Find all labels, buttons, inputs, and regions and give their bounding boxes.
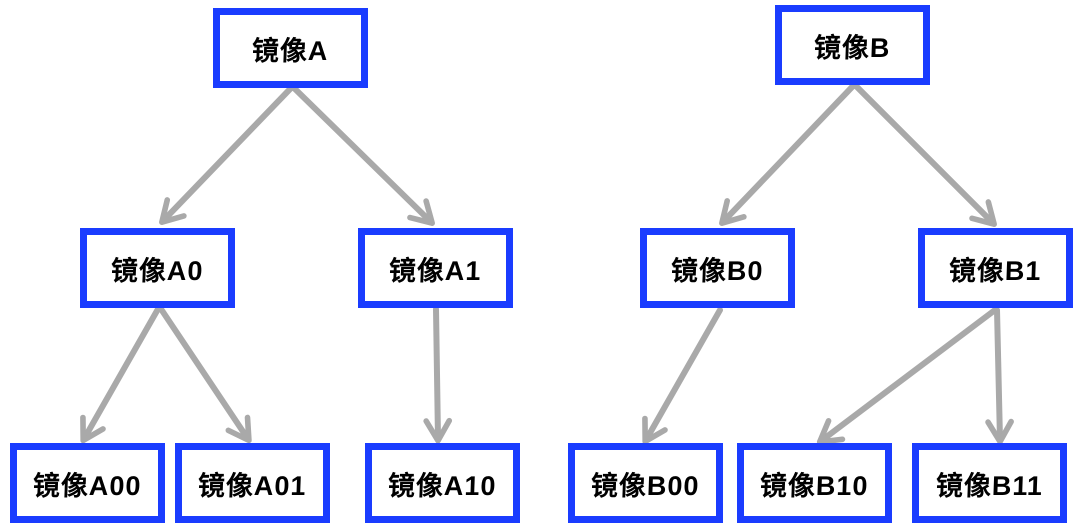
tree-node-mirror-b1: 镜像B1	[918, 228, 1073, 308]
tree-node-mirror-a10: 镜像A10	[365, 443, 520, 523]
arrow-mirror-b0-to-mirror-b00	[642, 307, 723, 445]
tree-node-label: 镜像A	[251, 35, 330, 66]
tree-node-label: 镜像A1	[388, 255, 483, 286]
tree-node-label: 镜像A00	[32, 470, 143, 501]
tree-node-mirror-a01: 镜像A01	[175, 443, 330, 523]
tree-node-label: 镜像A10	[387, 470, 498, 501]
tree-node-mirror-b10: 镜像B10	[737, 443, 892, 523]
tree-node-mirror-a0: 镜像A0	[80, 228, 235, 308]
tree-node-label: 镜像B10	[759, 470, 870, 501]
tree-node-mirror-b: 镜像B	[775, 5, 930, 85]
tree-node-mirror-a00: 镜像A00	[10, 443, 165, 523]
tree-node-label: 镜像B00	[590, 470, 701, 501]
arrow-mirror-a0-to-mirror-a01	[158, 306, 252, 444]
arrow-mirror-b1-to-mirror-b10	[816, 307, 998, 445]
tree-node-label: 镜像B11	[935, 470, 1044, 501]
arrow-mirror-a0-to-mirror-a00	[80, 306, 161, 444]
tree-node-label: 镜像B0	[670, 255, 765, 286]
tree-node-mirror-a: 镜像A	[213, 8, 368, 88]
tree-node-mirror-b00: 镜像B00	[568, 443, 723, 523]
tree-node-mirror-b0: 镜像B0	[640, 228, 795, 308]
arrow-mirror-a-to-mirror-a1	[290, 84, 435, 226]
arrow-mirror-b-to-mirror-b1	[853, 83, 997, 227]
tree-node-label: 镜像A01	[197, 470, 308, 501]
tree-node-mirror-a1: 镜像A1	[358, 228, 513, 308]
arrow-mirror-a1-to-mirror-a10	[423, 306, 453, 444]
tree-node-label: 镜像A0	[110, 255, 205, 286]
arrow-mirror-b-to-mirror-b0	[719, 83, 856, 226]
tree-node-mirror-b11: 镜像B11	[912, 443, 1067, 523]
arrow-mirror-a-to-mirror-a00_parent_a0	[159, 84, 295, 225]
tree-node-label: 镜像B	[813, 32, 892, 63]
tree-node-label: 镜像B1	[948, 255, 1043, 286]
arrow-mirror-b1-to-mirror-b11	[985, 307, 1014, 445]
